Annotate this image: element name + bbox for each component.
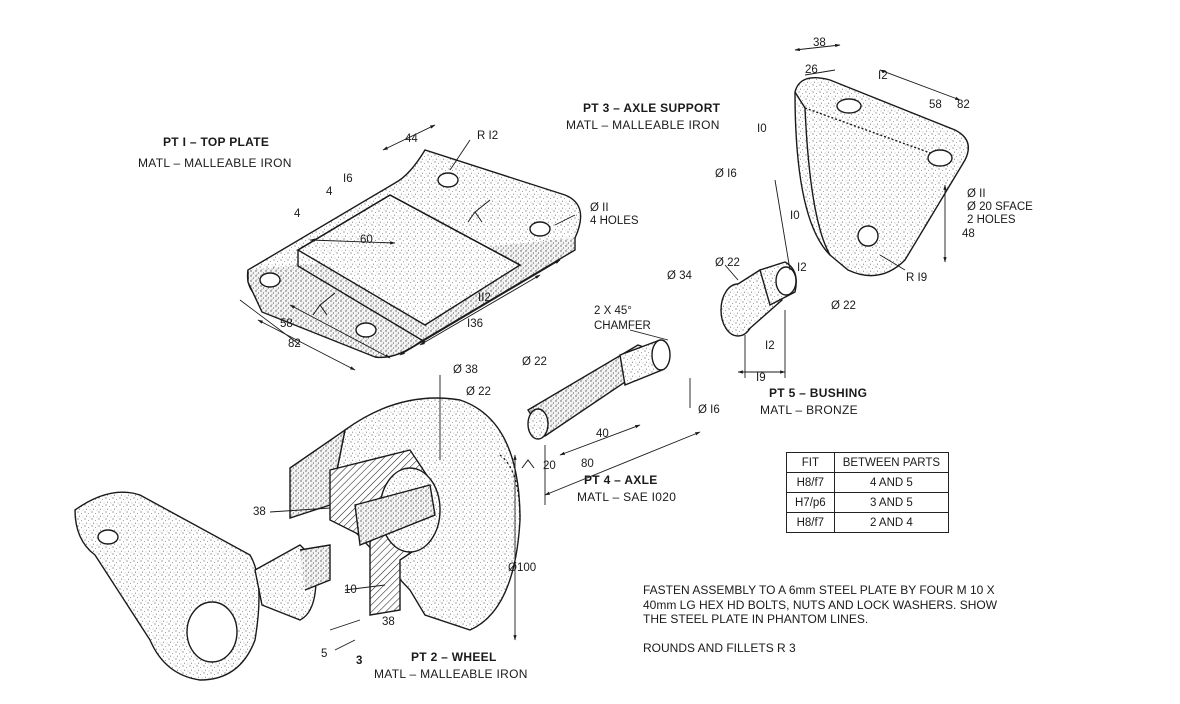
pt3-dim-10: I0: [757, 123, 767, 135]
pt2-dim-38dia: Ø 38: [453, 364, 478, 376]
fit-table-header: BETWEEN PARTS: [833, 452, 950, 473]
pt1-material: MATL – MALLEABLE IRON: [138, 156, 292, 170]
pt5-dim-12: I2: [765, 340, 775, 352]
pt1-dim-58: 58: [280, 318, 293, 330]
pt4-chamfer-label: CHAMFER: [594, 320, 651, 332]
pt5-dim-19: I9: [756, 372, 766, 384]
pt1-dim-112: II2: [478, 292, 491, 304]
pt1-dim-16: I6: [343, 173, 353, 185]
pt5-title: PT 5 – BUSHING: [769, 386, 868, 400]
pt2-dim-5: 5: [321, 648, 328, 660]
pt4-material: MATL – SAE I020: [577, 490, 677, 504]
pt2-dim-22dia: Ø 22: [466, 386, 491, 398]
table-row: H7/p6 3 AND 5: [786, 492, 950, 513]
pt1-dim-44: 44: [405, 133, 418, 145]
assembled-support-left: [74, 491, 331, 681]
pt3-material: MATL – MALLEABLE IRON: [566, 118, 720, 132]
pt4-dim-80: 80: [581, 458, 594, 470]
pt3-spacing: Ø 20 SFACE: [967, 201, 1033, 213]
pt1-dim-136: I36: [467, 318, 483, 330]
pt1-title: PT I – TOP PLATE: [163, 135, 270, 149]
pt5-dim-22dia: Ø 22: [715, 257, 740, 269]
pt2-dim-38b: 38: [382, 616, 395, 628]
pt3-dim-58: 58: [929, 99, 942, 111]
pt1-dim-4b: 4: [294, 208, 301, 220]
pt1-hole-dia: Ø II: [590, 202, 609, 214]
pt3-dim-38: 38: [813, 37, 826, 49]
pt5-material: MATL – BRONZE: [760, 403, 858, 417]
axle-part: [527, 339, 671, 440]
pt2-dim-10: 10: [344, 584, 357, 596]
parts-cell: 4 AND 5: [833, 472, 950, 493]
pt3-dim-26: 26: [805, 64, 818, 76]
note-rounds: ROUNDS AND FILLETS R 3: [643, 640, 796, 655]
fit-cell: H8/f7: [786, 472, 835, 493]
pt1-dim-r12: R I2: [477, 130, 499, 142]
assembly-notes: FASTEN ASSEMBLY TO A 6mm STEEL PLATE BY …: [643, 583, 1003, 669]
pt3-dim-12: I2: [878, 70, 888, 82]
pt3-title: PT 3 – AXLE SUPPORT: [583, 101, 721, 115]
pt1-dim-82: 82: [288, 338, 301, 350]
bushing-part: [720, 261, 797, 337]
pt5-dim-16dia: Ø I6: [715, 168, 737, 180]
pt1-dim-60: 60: [360, 234, 373, 246]
fit-table: FIT BETWEEN PARTS H8/f7 4 AND 5 H7/p6 3 …: [786, 452, 950, 533]
fit-cell: H7/p6: [786, 492, 835, 513]
pt4-dim-16dia: Ø I6: [698, 404, 720, 416]
pt3-hole-dia: Ø II: [967, 188, 986, 200]
pt3-dim-82: 82: [957, 99, 970, 111]
pt1-dim-4a: 4: [326, 186, 333, 198]
wheel-part: [289, 397, 521, 631]
pt3-dim-12b: I2: [797, 262, 807, 274]
pt4-title: PT 4 – AXLE: [584, 473, 658, 487]
pt1-holes-count: 4 HOLES: [590, 215, 639, 227]
surface-finish-symbols: [312, 199, 535, 469]
pt2-dim-38: 38: [253, 506, 266, 518]
pt4-dim-20: 20: [543, 460, 556, 472]
pt4-chamfer-size: 2 X 45°: [594, 305, 632, 317]
pt2-dim-3: 3: [356, 655, 363, 667]
pt3-dim-48: 48: [962, 228, 975, 240]
fit-cell: H8/f7: [786, 512, 835, 533]
axle-support-part: [794, 77, 969, 277]
table-row: H8/f7 2 AND 4: [786, 512, 950, 533]
pt5-dim-34dia: Ø 34: [667, 270, 692, 282]
parts-cell: 3 AND 5: [833, 492, 950, 513]
dimension-lines: [239, 43, 961, 651]
pt2-dim-100dia: Ø100: [508, 562, 537, 574]
table-row: H8/f7 4 AND 5: [786, 472, 950, 493]
top-plate-part: [246, 149, 582, 359]
pt2-material: MATL – MALLEABLE IRON: [374, 667, 528, 681]
pt3-dim-r19: R I9: [906, 272, 928, 284]
fit-table-header: FIT: [786, 452, 835, 473]
note-fastening: FASTEN ASSEMBLY TO A 6mm STEEL PLATE BY …: [643, 583, 998, 626]
parts-cell: 2 AND 4: [833, 512, 950, 533]
pt4-dim-22dia: Ø 22: [522, 356, 547, 368]
pt3-dim-10b: I0: [790, 210, 800, 222]
pt3-dim-22dia: Ø 22: [831, 300, 856, 312]
fit-table-header-row: FIT BETWEEN PARTS: [786, 452, 950, 473]
pt4-dim-40: 40: [596, 428, 609, 440]
pt2-title: PT 2 – WHEEL: [411, 650, 497, 664]
pt3-holes-count: 2 HOLES: [967, 214, 1016, 226]
